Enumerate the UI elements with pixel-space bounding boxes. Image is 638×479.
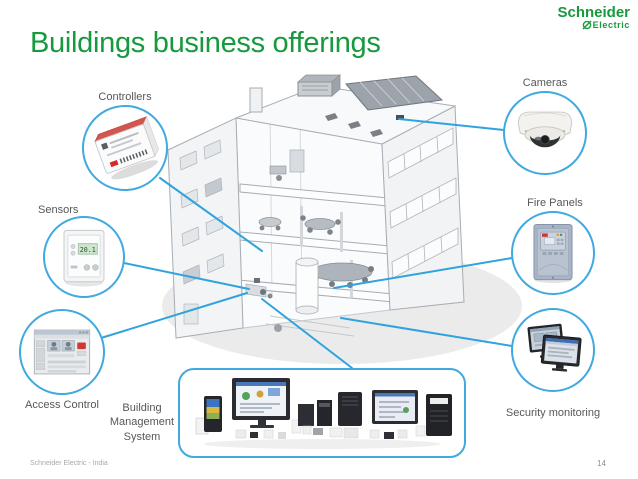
access-control-callout bbox=[19, 309, 105, 395]
cameras-callout bbox=[503, 91, 587, 175]
svg-text:20.1: 20.1 bbox=[80, 246, 96, 254]
access-control-software-icon bbox=[33, 329, 91, 375]
sensors-label: Sensors bbox=[38, 204, 79, 216]
security-monitors-icon bbox=[527, 323, 582, 372]
dome-camera-icon bbox=[517, 111, 573, 148]
page-number: 14 bbox=[597, 459, 606, 468]
footer-text: Schneider Electric - India bbox=[30, 460, 108, 467]
building-illustration bbox=[162, 74, 522, 364]
controllers-callout bbox=[82, 105, 168, 191]
thermostat-device-icon: 20.1 bbox=[63, 229, 105, 287]
logo-brand-text: Schneider bbox=[557, 4, 630, 21]
fire-alarm-panel-icon bbox=[533, 223, 573, 283]
cameras-label: Cameras bbox=[522, 77, 568, 89]
security-monitoring-label: Security monitoring bbox=[505, 407, 601, 419]
bms-callout bbox=[178, 368, 466, 458]
bms-label: Building Management System bbox=[109, 402, 175, 443]
page-title: Buildings business offerings bbox=[30, 27, 381, 59]
bms-product-collage-icon bbox=[195, 378, 452, 449]
din-controller-device-icon bbox=[94, 115, 159, 180]
controllers-label: Controllers bbox=[98, 91, 152, 103]
access-control-label: Access Control bbox=[25, 399, 99, 411]
schneider-emblem-icon bbox=[582, 20, 592, 30]
schneider-logo: Schneider Electric bbox=[557, 5, 630, 30]
sensors-callout: 20.1 bbox=[43, 216, 125, 298]
security-monitoring-callout bbox=[511, 308, 595, 392]
fire-panels-callout bbox=[511, 211, 595, 295]
fire-panels-label: Fire Panels bbox=[527, 197, 583, 209]
logo-sub-text: Electric bbox=[592, 20, 630, 30]
